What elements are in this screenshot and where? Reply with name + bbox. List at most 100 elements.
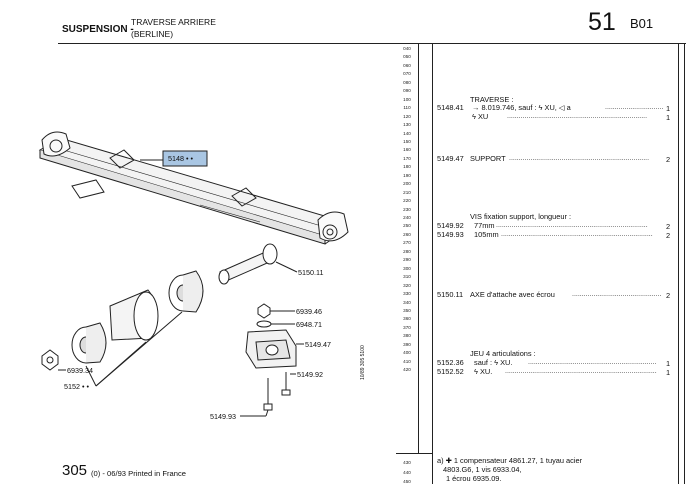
footer-text: (0) - 06/93 Printed in France (91, 469, 186, 478)
line-number: 170 (403, 155, 411, 161)
callout-6939-34: 6939.34 (67, 366, 93, 375)
callout-5148: 5148 • • (168, 154, 194, 163)
leader-dots: ........................................… (572, 291, 662, 298)
line-number: 420 (403, 367, 411, 373)
bottom-rule (396, 453, 432, 454)
leader-dots: ........................................… (501, 231, 653, 238)
line-number: 080 (403, 79, 411, 85)
line-number: 150 (403, 138, 411, 144)
line-number: 110 (403, 105, 411, 111)
leader-dots: ........................................… (505, 368, 657, 375)
line-number: 440 (403, 469, 411, 475)
line-number: 210 (403, 189, 411, 195)
callout-6939-46: 6939.46 (296, 307, 322, 316)
desc-5149-93: 105mm (474, 230, 499, 239)
callout-5149-93: 5149.93 (210, 412, 236, 421)
line-number: 300 (403, 265, 411, 271)
section-title: SUSPENSION - (62, 24, 134, 35)
note-line1: a) ✚ 1 compensateur 4861.27, 1 tuyau aci… (437, 456, 583, 465)
desc-5150-11: AXE d'attache avec écrou (470, 290, 555, 299)
line-number: 350 (403, 307, 411, 313)
line-number: 090 (403, 88, 411, 94)
leader-dots: ........................................… (509, 155, 650, 162)
callout-5152: 5152 • • (64, 382, 90, 391)
subtitle-line1: TRAVERSE ARRIERE (131, 17, 216, 27)
line-number: 240 (403, 215, 411, 220)
ref-5152-52: 5152.52 (437, 367, 464, 376)
line-number: 120 (403, 113, 411, 119)
line-number: 060 (403, 62, 411, 68)
desc-5148-41: → 8.019.746, sauf : ϟ XU, ◁ a (472, 103, 571, 112)
jeu-heading: JEU 4 articulations : (470, 349, 536, 358)
line-number: 270 (403, 240, 411, 246)
line-number: 200 (403, 181, 411, 187)
line-number: 040 (403, 46, 411, 51)
header-rule (58, 43, 686, 44)
line-number: 100 (403, 96, 411, 102)
line-number: 070 (403, 71, 411, 77)
desc-xu: ϟ XU (472, 112, 489, 121)
column-divider (432, 44, 433, 484)
line-number: 250 (403, 223, 411, 229)
qty-5149-93: 2 (666, 231, 671, 240)
leader-dots: ........................................… (496, 222, 648, 229)
line-number: 160 (403, 147, 411, 153)
qty-5149-92: 2 (666, 222, 671, 231)
leader-dots: ................................ (605, 104, 663, 111)
line-number: 450 (403, 479, 411, 484)
column-divider (418, 44, 419, 454)
ref-5152-36: 5152.36 (437, 358, 464, 367)
line-number: 290 (403, 257, 411, 263)
vis-heading: VIS fixation support, longueur : (470, 212, 572, 221)
callout-5150-11: 5150.11 (298, 268, 324, 277)
note-line2: 4803.G6, 1 vis 6933.04, (443, 465, 522, 474)
line-number: 280 (403, 248, 411, 254)
ref-5149-93: 5149.93 (437, 230, 464, 239)
callout-5149-47: 5149.47 (305, 340, 331, 349)
subtitle-line2: (BERLINE) (131, 29, 174, 39)
line-number: 050 (403, 54, 411, 60)
desc-5149-92: 77mm (474, 221, 495, 230)
footer-model: 305 (62, 462, 88, 479)
desc-5152-36: sauf : ϟ XU. (474, 358, 513, 367)
line-number: 260 (403, 231, 411, 237)
column-divider (684, 44, 685, 484)
line-number: 190 (403, 172, 411, 178)
line-number: 380 (403, 333, 411, 339)
traverse-heading: TRAVERSE : (470, 95, 514, 104)
ref-5148-41: 5148.41 (437, 103, 464, 112)
line-number: 180 (403, 164, 411, 170)
qty-xu: 1 (666, 113, 671, 122)
note-line3: 1 écrou 6935.09. (446, 474, 502, 483)
callout-5149-92: 5149.92 (297, 370, 323, 379)
vertical-code: 10/89 305 5100 (360, 345, 366, 380)
desc-5149-47: SUPPORT (470, 154, 506, 163)
desc-5152-52: ϟ XU. (474, 367, 493, 376)
qty-5149-47: 2 (666, 155, 671, 164)
qty-5148-41: 1 (666, 104, 671, 113)
column-divider (678, 44, 679, 484)
line-number: 360 (403, 316, 411, 322)
callout-6948-71: 6948.71 (296, 320, 322, 329)
group-number: 51 (588, 8, 616, 36)
line-number: 400 (403, 350, 411, 356)
page-code: B01 (630, 16, 654, 31)
line-number: 330 (403, 291, 411, 297)
line-number: 130 (403, 122, 411, 128)
line-number: 370 (403, 324, 411, 330)
qty-5152-36: 1 (666, 359, 671, 368)
qty-5150-11: 2 (666, 291, 671, 300)
qty-5152-52: 1 (666, 368, 671, 377)
line-number: 310 (403, 274, 411, 280)
line-number: 410 (403, 358, 411, 364)
line-number: 430 (403, 460, 411, 465)
ref-5149-92: 5149.92 (437, 221, 464, 230)
line-number: 220 (403, 198, 411, 204)
ref-5149-47: 5149.47 (437, 154, 464, 163)
leader-dots: ........................................… (528, 359, 657, 366)
line-number: 140 (403, 130, 411, 136)
ref-5150-11: 5150.11 (437, 290, 464, 299)
line-number: 390 (403, 341, 411, 347)
line-number: 320 (403, 282, 411, 288)
